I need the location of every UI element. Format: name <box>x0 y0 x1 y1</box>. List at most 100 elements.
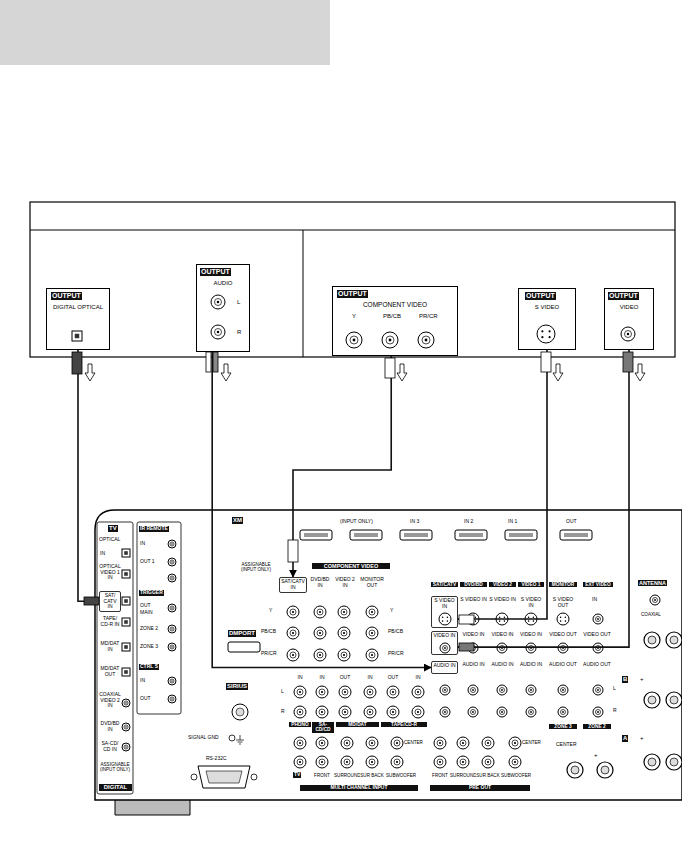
panel-heading: OUTPUT <box>337 290 368 298</box>
rca-jack <box>371 742 373 744</box>
panel-label: AUDIO IN <box>460 662 487 668</box>
rca-jack <box>625 331 632 338</box>
opt-jack <box>122 597 130 605</box>
panel-label: VIDEO OUT <box>549 632 577 638</box>
rca-jack <box>294 706 306 718</box>
rca-jack <box>366 737 378 749</box>
panel-heading: EXT VIDEO <box>583 582 613 587</box>
rca-jack <box>168 677 176 685</box>
rca-jack <box>440 685 450 695</box>
rca-jack <box>457 756 469 768</box>
optical-jack <box>124 599 128 603</box>
rca-jack <box>346 761 348 763</box>
rca-jack <box>468 707 478 717</box>
rca-jack <box>482 737 494 749</box>
spk-jack <box>597 762 613 778</box>
rca-jack <box>319 689 325 695</box>
optical-jack <box>124 551 128 555</box>
rca-jack <box>596 710 601 715</box>
panel-heading: DVD/BD <box>460 582 487 587</box>
rca-jack <box>391 737 403 749</box>
rca-jack <box>316 686 328 698</box>
rca-jack <box>366 606 378 618</box>
rca-jack <box>444 711 446 713</box>
speaker-terminal <box>644 632 660 648</box>
rca-jack <box>482 737 494 749</box>
hdmi-socket <box>455 530 487 540</box>
rca-jack <box>412 706 424 718</box>
rca-jack <box>369 711 371 713</box>
panel-label: OUT <box>335 675 355 681</box>
rca-jack <box>396 742 398 744</box>
panel-label: DVD/BD IN <box>99 721 121 732</box>
rca-jack <box>168 558 176 566</box>
rca-jack <box>343 654 345 656</box>
rca-jack <box>124 701 128 705</box>
rca-jack <box>341 756 353 768</box>
rca-jack <box>171 646 172 647</box>
rca-jack <box>314 627 326 639</box>
panel-heading: PHONO <box>289 722 311 727</box>
video-plug <box>623 352 633 372</box>
direction-arrow <box>85 364 95 381</box>
speaker-terminal <box>648 758 656 766</box>
rca-jack <box>444 647 446 649</box>
rca-jack <box>596 688 601 693</box>
rca-jack <box>561 710 566 715</box>
rca-jack <box>418 332 434 348</box>
panel-label: IN <box>360 675 380 681</box>
sv-jack <box>537 325 555 343</box>
rca-jack <box>171 628 172 629</box>
rca-jack <box>440 707 450 717</box>
rca-jack <box>292 654 294 656</box>
rca-jack <box>558 707 568 717</box>
rca-jack <box>394 759 400 765</box>
panel-heading: OUTPUT <box>51 292 82 300</box>
rca-jack <box>597 689 599 691</box>
hdmi-socket <box>459 533 483 537</box>
rca-jack <box>364 706 376 718</box>
rca-jack <box>382 332 398 348</box>
rca-jack <box>168 558 176 566</box>
rca-jack <box>434 756 446 768</box>
rca-jack <box>434 737 446 749</box>
speaker-terminal <box>571 766 579 774</box>
rca-jack <box>471 688 476 693</box>
panel-heading: COMPONENT VIDEO <box>312 563 390 569</box>
s-video-pin <box>499 616 501 618</box>
rca-jack <box>558 707 568 717</box>
rca-jack <box>462 761 464 763</box>
rca-jack <box>390 689 396 695</box>
rca-jack <box>391 756 403 768</box>
s-video-pin <box>475 620 477 622</box>
panel-label: ASSIGNABLE (INPUT ONLY) <box>236 562 276 572</box>
rca-jack <box>558 643 568 653</box>
rca-jack <box>387 706 399 718</box>
rca-jack <box>387 686 399 698</box>
rca-jack <box>558 685 568 695</box>
optical-jack <box>122 618 130 626</box>
rca-jack <box>468 685 478 695</box>
panel-heading: CTRL S <box>139 664 159 670</box>
input-jack-box: S VIDEO IN <box>431 596 458 628</box>
panel-heading: TAPE/CD-R <box>381 722 427 727</box>
panel-label: FRONT <box>430 773 450 778</box>
rca-jack <box>529 646 534 651</box>
rca-jack <box>168 695 176 703</box>
panel-label: S VIDEO IN <box>489 597 516 603</box>
rca-jack <box>514 742 516 744</box>
panel-label: R <box>281 709 285 715</box>
rca-jack <box>366 649 378 661</box>
s-video-jack <box>557 613 569 625</box>
panel-label: S VIDEO IN <box>518 597 544 608</box>
s-video-pin <box>447 616 449 618</box>
rca-jack <box>364 706 376 718</box>
rca-jack <box>317 609 323 615</box>
panel-label: SUBWOOFER <box>386 773 414 778</box>
output-panel: OUTPUTAUDIOLR <box>196 264 250 352</box>
rca-jack <box>170 560 174 564</box>
jack-label: AUDIO <box>197 280 249 287</box>
panel-heading: TV <box>293 772 301 778</box>
rca-jack <box>122 743 130 751</box>
rca-jack <box>168 540 176 548</box>
